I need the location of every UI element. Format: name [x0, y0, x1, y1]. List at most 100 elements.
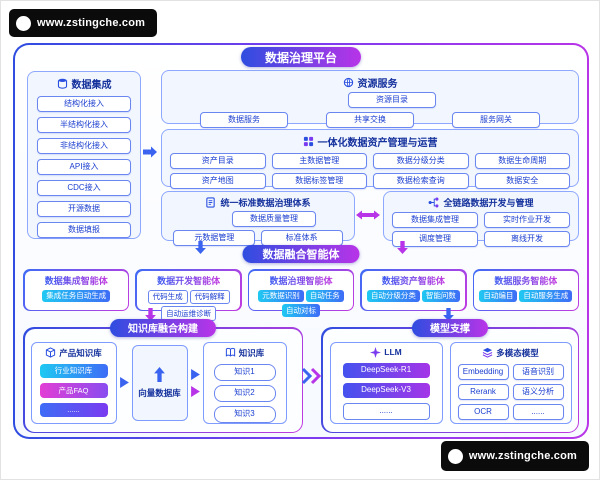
site-logo-icon	[447, 448, 463, 464]
arrow-right-icon	[190, 368, 200, 380]
llm-model: DeepSeek-V3	[342, 382, 430, 398]
section-knowledge: 知识库融合构建 产品知识库 行业知识库产品FAQ......	[23, 318, 303, 433]
globe-icon	[343, 77, 353, 88]
arrow-down-icon	[195, 241, 206, 254]
multimodal-model: Embedding	[457, 363, 509, 380]
multimodal-model: Rerank	[457, 383, 509, 400]
diagram-node: 行业知识库	[39, 363, 108, 378]
arrow-down-icon	[397, 241, 408, 254]
product-kb-items: 行业知识库产品FAQ......	[32, 359, 116, 423]
layers-icon	[482, 347, 493, 358]
platform-title-banner: 数据治理平台	[240, 47, 362, 67]
diagram-node: 结构化接入	[37, 96, 131, 112]
knowledge-body: 产品知识库 行业知识库产品FAQ...... 向量数据库	[25, 329, 302, 429]
models-banner: 模型支撑	[412, 318, 488, 337]
diagram-node: API接入	[37, 159, 131, 175]
diagram-node: 标准体系	[260, 230, 343, 246]
agent-capability: 代码生成	[147, 289, 188, 304]
knowledge-banner: 知识库融合构建	[110, 318, 216, 337]
watermark-badge-bottom: www.zstingche.com	[440, 441, 589, 471]
diagram-node: 元数据管理	[173, 230, 256, 246]
diagram-node: 离线开发	[484, 231, 570, 247]
section-asset-management: 一体化数据资产管理与运营 资产目录主数据管理数据分级分类数据生命周期资产地图数据…	[161, 129, 579, 189]
sparkle-icon	[370, 346, 382, 358]
diagram-node: 半结构化接入	[37, 117, 131, 133]
agent-capabilities: 集成任务自动生成	[42, 289, 111, 302]
agent-box-service: 数据服务智能体 自动编目自动服务生成	[472, 269, 580, 311]
product-kb-box: 产品知识库 行业知识库产品FAQ......	[30, 341, 117, 424]
kb-header: 知识库	[204, 343, 286, 359]
watermark-text: www.zstingche.com	[468, 450, 577, 462]
section-development: 全链路数据开发与管理 数据集成管理实时作业开发调度管理离线开发	[383, 191, 579, 247]
section-title: 资源服务	[357, 79, 398, 90]
development-items: 数据集成管理实时作业开发调度管理离线开发	[384, 209, 578, 250]
diagram-node: 服务网关	[452, 112, 540, 128]
arrow-double-horizontal-icon	[356, 210, 380, 220]
diagram-node: 主数据管理	[271, 153, 367, 169]
book-icon	[225, 347, 235, 357]
arrow-down-icon	[145, 308, 156, 321]
watermark-text: www.zstingche.com	[37, 17, 146, 29]
fusion-agent-banner: 数据融合智能体	[242, 245, 360, 263]
agent-title: 数据资产智能体	[381, 275, 445, 286]
agent-box-development: 数据开发智能体 代码生成代码解释自动运维诊断	[135, 269, 242, 321]
agent-capability: 集成任务自动生成	[42, 289, 111, 302]
agents-row: 数据集成智能体 集成任务自动生成 数据开发智能体 代码生成代码解释自动运维诊断 …	[23, 269, 580, 321]
agent-box-integration: 数据集成智能体 集成任务自动生成	[23, 269, 130, 311]
knowledge-store: 知识2	[213, 384, 276, 402]
diagram-node: 调度管理	[392, 231, 478, 247]
agent-capability: 元数据识别	[258, 289, 304, 302]
arrow-up-icon	[154, 366, 165, 382]
chevrons-right-icon	[301, 367, 322, 385]
diagram-node: 产品FAQ	[39, 383, 108, 398]
diagram-node: 实时作业开发	[484, 212, 570, 228]
section-governance: 统一标准数据治理体系 数据质量管理 元数据管理标准体系	[161, 191, 355, 246]
section-resource-services: 资源服务 资源目录 数据服务共享交换服务网关	[161, 70, 579, 128]
section-title: 产品知识库	[59, 347, 102, 358]
asset-management-header: 一体化数据资产管理与运营	[162, 130, 578, 149]
agent-box-asset: 数据资产智能体 自动分级分类智能问数	[360, 269, 467, 311]
diagram-node: 资源目录	[348, 92, 436, 108]
agent-capability: 自动分级分类	[366, 289, 420, 302]
arrow-down-icon	[443, 308, 454, 321]
database-icon	[57, 78, 67, 89]
agent-capabilities: 自动编目自动服务生成	[479, 289, 573, 302]
arrow-right-icon	[143, 146, 157, 158]
diagram-node: 数据服务	[200, 112, 288, 128]
diagram-node: 资产地图	[170, 173, 266, 189]
resource-services-header: 资源服务	[162, 71, 578, 90]
product-kb-header: 产品知识库	[32, 343, 116, 359]
asset-management-items: 资产目录主数据管理数据分级分类数据生命周期资产地图数据标签管理数据检索查询数据安…	[162, 149, 578, 193]
agent-capabilities: 自动分级分类智能问数	[366, 289, 460, 302]
governance-items: 元数据管理标准体系	[162, 230, 354, 246]
agent-title: 数据治理智能体	[269, 275, 333, 286]
site-logo-icon	[16, 15, 31, 31]
diagram-node: 资产目录	[170, 153, 266, 169]
section-title: 数据集成	[71, 80, 112, 91]
llm-header: LLM	[331, 343, 442, 358]
agent-capability: 自动任务	[305, 289, 344, 302]
diagram-node: 数据标签管理	[271, 173, 367, 189]
arrow-right-icon	[119, 377, 129, 388]
section-title: 一体化数据资产管理与运营	[317, 138, 438, 149]
agent-title: 数据服务智能体	[494, 275, 558, 286]
section-title: 多模态模型	[496, 347, 539, 358]
knowledge-store: 知识3	[213, 405, 276, 423]
agent-title: 数据集成智能体	[44, 275, 108, 286]
section-title: 统一标准数据治理体系	[220, 198, 311, 208]
llm-model: ......	[342, 402, 430, 420]
agent-capability: 智能问数	[421, 289, 460, 302]
governance-primary-row: 数据质量管理	[162, 211, 354, 227]
cube-icon	[46, 347, 56, 358]
vector-db-label: 向量数据库	[138, 387, 181, 398]
